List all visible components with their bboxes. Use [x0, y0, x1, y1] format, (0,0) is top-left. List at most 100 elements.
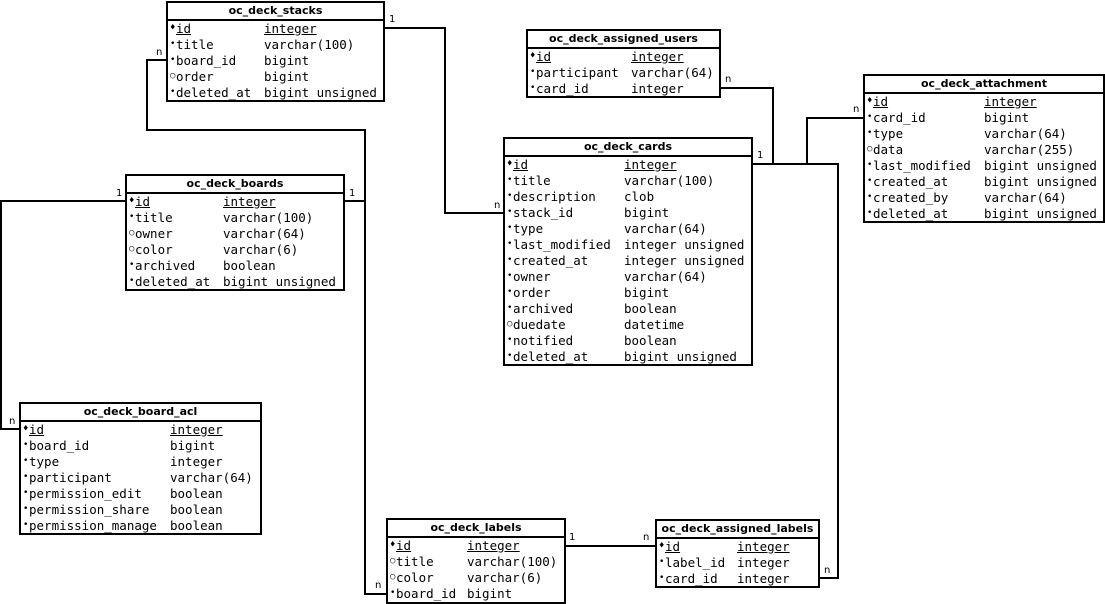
required-column-icon: • [867, 208, 873, 218]
column-name: color [135, 242, 173, 257]
column-type: varchar(100) [264, 37, 355, 52]
column-name: id [665, 539, 681, 554]
column-type: integer unsigned [624, 253, 745, 268]
column-name: created_by [873, 190, 949, 205]
primary-key-icon: ♦ [390, 540, 396, 550]
column-name: archived [513, 301, 574, 316]
column-type: boolean [170, 518, 223, 533]
column-name: title [135, 210, 173, 225]
column-type: varchar(64) [984, 190, 1067, 205]
column-type: boolean [624, 301, 677, 316]
column-type: varchar(6) [467, 570, 543, 585]
cardinality-one: 1 [116, 188, 123, 199]
required-column-icon: • [23, 488, 29, 498]
column-name: participant [29, 470, 112, 485]
cardinality-many: n [824, 565, 831, 576]
column-name: id [396, 538, 412, 553]
primary-key-icon: ♦ [170, 23, 176, 33]
column-name: participant [536, 65, 619, 80]
required-column-icon: • [867, 160, 873, 170]
column-name: card_id [665, 571, 718, 586]
column-type: varchar(255) [984, 142, 1075, 157]
column-type: boolean [223, 258, 276, 273]
column-name: id [536, 49, 552, 64]
required-column-icon: • [507, 175, 513, 185]
column-name: deleted_at [135, 274, 211, 289]
column-name: owner [135, 226, 173, 241]
required-column-icon: • [23, 456, 29, 466]
required-column-icon: • [23, 504, 29, 514]
column-type: bigint unsigned [984, 206, 1097, 221]
column-name: deleted_at [513, 349, 589, 364]
column-name: title [513, 173, 551, 188]
column-name: last_modified [873, 158, 971, 173]
column-name: data [873, 142, 904, 157]
column-type: boolean [170, 486, 223, 501]
rel-boards-labels [345, 200, 386, 595]
required-column-icon: • [390, 588, 396, 598]
required-column-icon: • [129, 276, 135, 286]
nullable-column-icon: ○ [129, 244, 135, 254]
column-type: integer [223, 194, 276, 209]
